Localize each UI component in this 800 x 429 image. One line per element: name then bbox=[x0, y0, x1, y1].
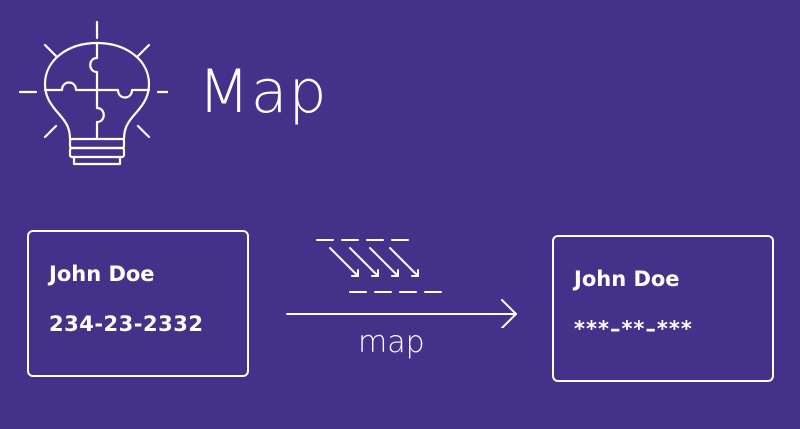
page-title: Map bbox=[198, 57, 328, 127]
map-label: map bbox=[358, 325, 425, 360]
target-record-card: John Doe ***–**–*** bbox=[552, 235, 774, 382]
right-arrow-icon bbox=[286, 299, 517, 329]
lightbulb-puzzle-icon bbox=[18, 18, 176, 170]
mapping-arrow bbox=[280, 228, 530, 329]
masked-ssn: ***–**–*** bbox=[574, 317, 693, 341]
source-record-card: John Doe 234-23-2332 bbox=[27, 230, 249, 377]
source-ssn: 234-23-2332 bbox=[49, 312, 204, 336]
source-name: John Doe bbox=[49, 262, 155, 286]
target-name: John Doe bbox=[574, 267, 680, 291]
diagonal-mapping-arrows-icon bbox=[329, 247, 419, 277]
